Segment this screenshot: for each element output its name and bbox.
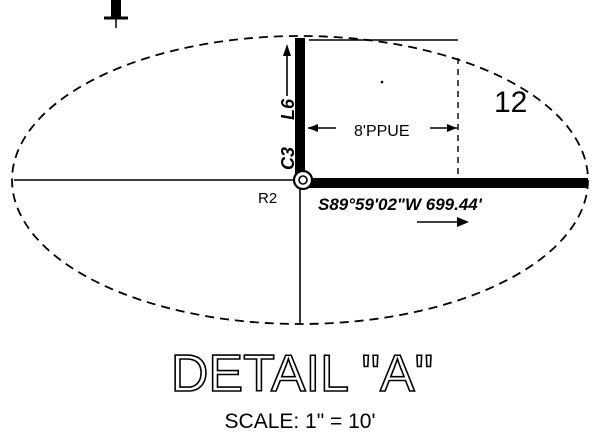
easement-dimension [308,124,457,132]
detail-title: DETAIL "A" [171,345,433,403]
reference-dot [380,80,384,84]
bearing-arrow-icon [417,217,469,227]
line-label: L6 [278,98,298,120]
easement-label: 8'PPUE [354,123,410,140]
corner-label: R2 [258,190,277,207]
north-arrow-icon [104,0,128,28]
bearing-distance-label: S89°59'02"W 699.44' [318,195,483,214]
scale-label: SCALE: 1" = 10' [225,410,376,433]
lot-number: 12 [494,86,527,119]
curve-label: C3 [278,147,298,170]
direction-arrow-icon [283,44,291,96]
lot-corner-monument-icon [292,169,314,191]
